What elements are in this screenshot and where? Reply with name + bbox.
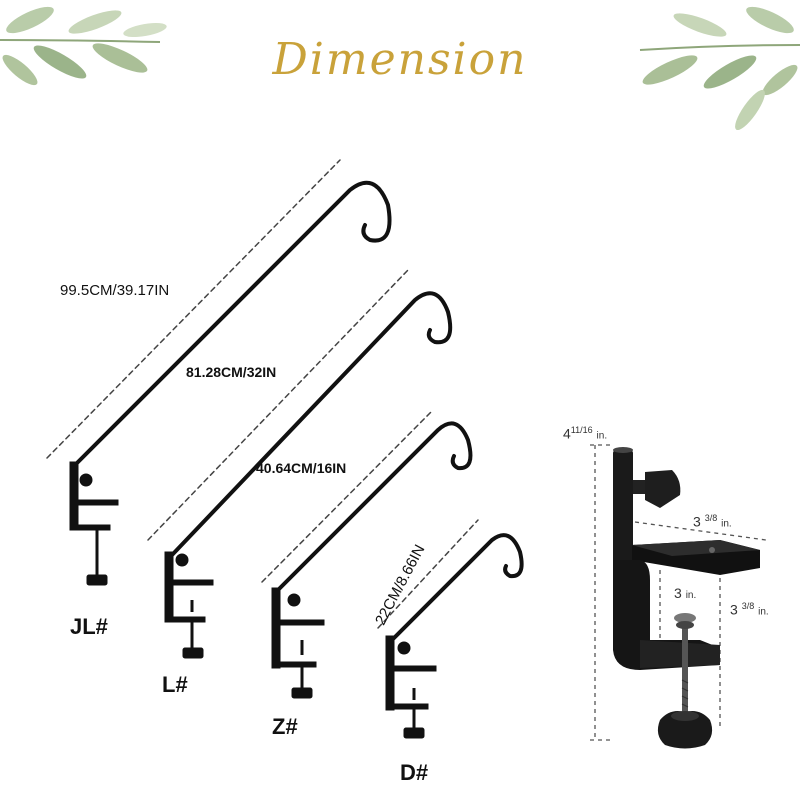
hook-jl-model: JL# bbox=[70, 614, 108, 639]
clamp-width-label: 3 3/8 in. bbox=[693, 513, 732, 530]
leaf-branch-icon bbox=[639, 6, 800, 130]
leaf-branch-icon bbox=[0, 6, 167, 86]
page-title: Dimension bbox=[272, 34, 528, 85]
hook-l-length: 81.28CM/32IN bbox=[186, 364, 277, 380]
clamp-height-label: 411/16 in. bbox=[563, 425, 608, 442]
clamp-depth-label: 3 3/8 in. bbox=[730, 601, 769, 618]
hook-z-length: 40.64CM/16IN bbox=[256, 460, 347, 476]
clamp-throat-label: 3 in. bbox=[674, 585, 697, 601]
hook-l-model: L# bbox=[162, 672, 188, 697]
hook-jl-length: 99.5CM/39.17IN bbox=[60, 282, 170, 299]
hook-d-model: D# bbox=[400, 760, 429, 785]
hook-z-model: Z# bbox=[272, 714, 298, 739]
